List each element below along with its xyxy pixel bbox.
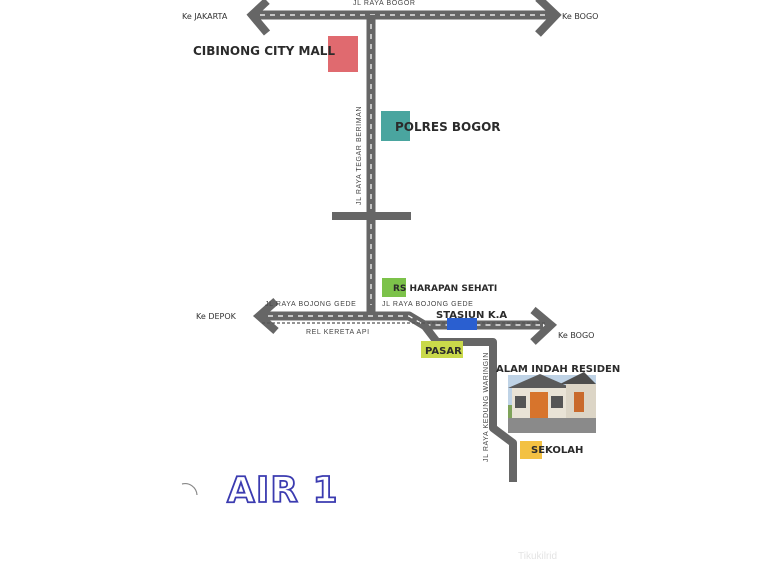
road-label-bojong-gede-left: JL RAYA BOJONG GEDE bbox=[265, 301, 356, 308]
rs-marker bbox=[382, 278, 406, 297]
road-bojong-gede bbox=[252, 298, 558, 345]
landmark-sekolah: SEKOLAH bbox=[531, 445, 583, 456]
pasar-marker bbox=[421, 341, 463, 358]
road-label-rel-kereta: REL KERETA API bbox=[306, 329, 370, 336]
landmark-stasiun-ka: STASIUN K.A bbox=[436, 310, 507, 321]
landmark-alam-indah-residence: ALAM INDAH RESIDEN bbox=[496, 364, 620, 375]
road-label-tegar-beriman: JL RAYA TEGAR BERIMAN bbox=[356, 106, 363, 205]
road-kedung-waringin bbox=[420, 322, 517, 482]
destination-depok: Ke DEPOK bbox=[196, 312, 237, 321]
road-label-bojong-gede-right: JL RAYA BOJONG GEDE bbox=[382, 301, 473, 308]
landmark-cibinong-city-mall: CIBINONG CITY MALL bbox=[193, 44, 335, 58]
landmark-pasar: PASAR bbox=[425, 346, 462, 357]
polres-marker bbox=[381, 111, 410, 141]
landmark-polres-bogor: POLRES BOGOR bbox=[395, 120, 501, 134]
destination-jakarta: Ke JAKARTA bbox=[182, 12, 228, 21]
map-title: AIR 1 bbox=[226, 469, 339, 512]
loading-arc-icon bbox=[181, 483, 198, 496]
sekolah-marker bbox=[520, 441, 542, 459]
stasiun-marker bbox=[447, 318, 477, 330]
destination-bogor-mid: Ke BOGO bbox=[558, 331, 594, 340]
road-label-jl-raya-bogor: JL RAYA BOGOR bbox=[353, 0, 416, 7]
mall-marker bbox=[328, 36, 358, 72]
road-label-kedung-waringin: JL RAYA KEDUNG WARINGIN bbox=[483, 352, 490, 462]
road-jl-raya-bogor bbox=[246, 0, 562, 37]
road-tegar-beriman bbox=[332, 15, 411, 312]
housing-illustration bbox=[508, 372, 596, 433]
destination-bogor-top: Ke BOGO bbox=[562, 12, 598, 21]
landmark-rs-harapan-sehati: RS HARAPAN SEHATI bbox=[393, 284, 497, 294]
watermark: Tikukilrid bbox=[518, 551, 558, 562]
